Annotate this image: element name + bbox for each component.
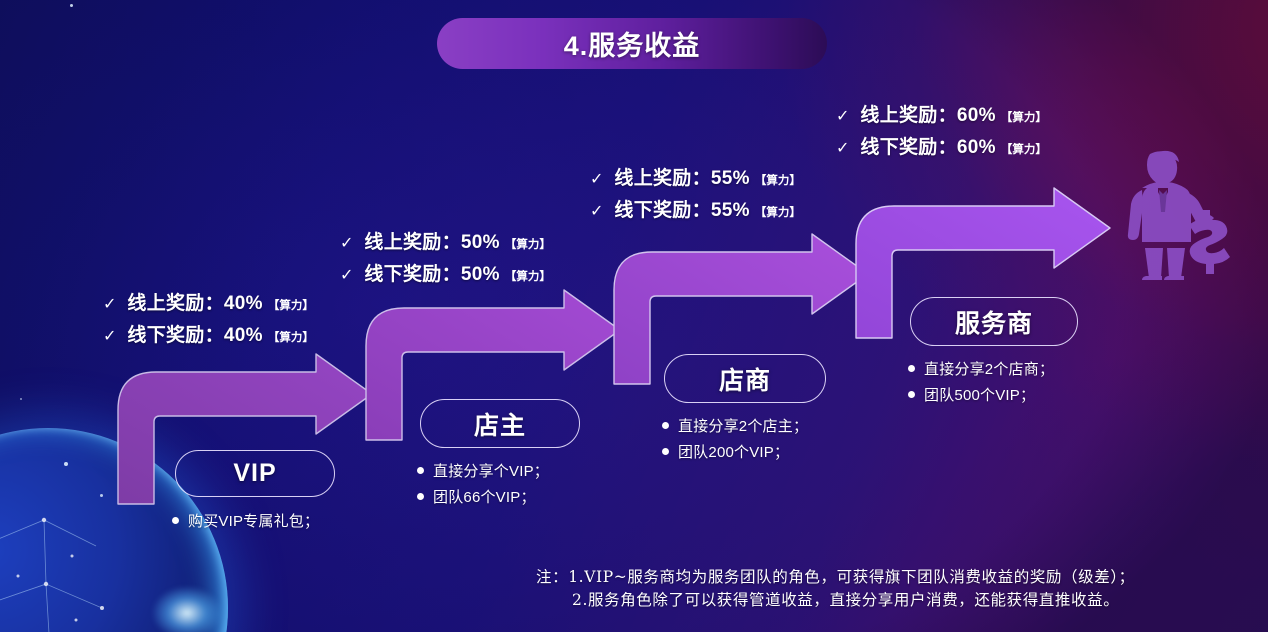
- star-dot: [64, 462, 68, 466]
- bullet-label: 直接分享个VIP；: [433, 463, 549, 480]
- reward-row-offline: ✓ 线下奖励：55% 【算力】: [590, 195, 801, 222]
- role-box-dianzhu[interactable]: 店主: [420, 399, 580, 448]
- bullet-dot-icon: [417, 467, 424, 474]
- check-icon: ✓: [836, 108, 850, 125]
- bullets-dianzhu: 直接分享个VIP； 团队66个VIP；: [417, 460, 549, 512]
- reward-row-online: ✓ 线上奖励：55% 【算力】: [590, 163, 801, 190]
- check-icon: ✓: [340, 235, 354, 252]
- check-icon: ✓: [340, 267, 354, 284]
- reward-block-dianzhu: ✓ 线上奖励：50% 【算力】 ✓ 线下奖励：50% 【算力】: [340, 227, 551, 291]
- reward-label: 线下奖励：60%: [860, 137, 996, 158]
- bullet-label: 直接分享2个店主；: [678, 418, 809, 435]
- bullet-dot-icon: [662, 448, 669, 455]
- check-icon: ✓: [103, 328, 117, 345]
- reward-row-online: ✓ 线上奖励：40% 【算力】: [103, 288, 314, 315]
- footnote-line-1: 注：1.VIP~服务商均为服务团队的角色，可获得旗下团队消费收益的奖励（级差）；: [536, 568, 1135, 586]
- list-item: 团队500个VIP；: [908, 384, 1054, 405]
- check-icon: ✓: [590, 203, 604, 220]
- reward-row-online: ✓ 线上奖励：50% 【算力】: [340, 227, 551, 254]
- reward-tag: 【算力】: [1000, 144, 1047, 156]
- reward-tag: 【算力】: [267, 300, 314, 312]
- reward-label: 线下奖励：50%: [364, 264, 500, 285]
- bullet-label: 团队66个VIP；: [433, 489, 536, 506]
- reward-tag: 【算力】: [504, 239, 551, 251]
- bullet-dot-icon: [172, 517, 179, 524]
- bullet-label: 团队500个VIP；: [924, 387, 1036, 404]
- bullet-dot-icon: [417, 493, 424, 500]
- reward-tag: 【算力】: [754, 175, 801, 187]
- page-title: 4.服务收益: [563, 31, 701, 61]
- reward-tag: 【算力】: [754, 207, 801, 219]
- role-box-fuwushang[interactable]: 服务商: [910, 297, 1078, 346]
- check-icon: ✓: [836, 140, 850, 157]
- list-item: 直接分享2个店主；: [662, 415, 808, 436]
- role-label-fuwushang: 服务商: [954, 309, 1033, 338]
- reward-label: 线下奖励：55%: [614, 200, 750, 221]
- bullet-label: 购买VIP专属礼包；: [188, 513, 320, 530]
- reward-block-vip: ✓ 线上奖励：40% 【算力】 ✓ 线下奖励：40% 【算力】: [103, 288, 314, 352]
- bullet-dot-icon: [662, 422, 669, 429]
- bullet-label: 团队200个VIP；: [678, 444, 790, 461]
- footnote-line-2: 2.服务角色除了可以获得管道收益，直接分享用户消费，还能获得直推收益。: [572, 591, 1120, 610]
- check-icon: ✓: [590, 171, 604, 188]
- role-label-dianzhu: 店主: [473, 411, 526, 440]
- bullet-dot-icon: [908, 391, 915, 398]
- list-item: 直接分享2个店商；: [908, 358, 1054, 379]
- reward-row-offline: ✓ 线下奖励：40% 【算力】: [103, 320, 314, 347]
- flow-arrow-4: [848, 186, 1120, 339]
- bullet-dot-icon: [908, 365, 915, 372]
- reward-label: 线上奖励：50%: [364, 232, 500, 253]
- role-label-vip: VIP: [233, 459, 277, 487]
- role-label-dianshang: 店商: [718, 366, 771, 395]
- reward-row-offline: ✓ 线下奖励：60% 【算力】: [836, 132, 1047, 159]
- reward-label: 线下奖励：40%: [127, 325, 263, 346]
- bullet-label: 直接分享2个店商；: [924, 361, 1055, 378]
- businessman-icon: [1118, 148, 1242, 284]
- reward-label: 线上奖励：60%: [860, 105, 996, 126]
- list-item: 购买VIP专属礼包；: [172, 510, 319, 531]
- role-box-vip[interactable]: VIP: [175, 450, 335, 497]
- reward-tag: 【算力】: [504, 271, 551, 283]
- bullets-vip: 购买VIP专属礼包；: [172, 510, 319, 536]
- footnote: 注：1.VIP~服务商均为服务团队的角色，可获得旗下团队消费收益的奖励（级差）；…: [536, 566, 1256, 613]
- reward-row-offline: ✓ 线下奖励：50% 【算力】: [340, 259, 551, 286]
- reward-tag: 【算力】: [267, 332, 314, 344]
- reward-label: 线上奖励：40%: [127, 293, 263, 314]
- reward-block-dianshang: ✓ 线上奖励：55% 【算力】 ✓ 线下奖励：55% 【算力】: [590, 163, 801, 227]
- star-dot: [20, 398, 22, 400]
- list-item: 直接分享个VIP；: [417, 460, 549, 481]
- list-item: 团队66个VIP；: [417, 486, 549, 507]
- star-dot: [70, 4, 73, 7]
- star-dot: [100, 494, 103, 497]
- role-box-dianshang[interactable]: 店商: [664, 354, 826, 403]
- slide-title: 4.服务收益: [437, 18, 827, 69]
- bullets-dianshang: 直接分享2个店主； 团队200个VIP；: [662, 415, 808, 467]
- bullets-fuwushang: 直接分享2个店商； 团队500个VIP；: [908, 358, 1054, 410]
- reward-row-online: ✓ 线上奖励：60% 【算力】: [836, 100, 1047, 127]
- list-item: 团队200个VIP；: [662, 441, 808, 462]
- reward-tag: 【算力】: [1000, 112, 1047, 124]
- reward-block-fuwushang: ✓ 线上奖励：60% 【算力】 ✓ 线下奖励：60% 【算力】: [836, 100, 1047, 164]
- check-icon: ✓: [103, 296, 117, 313]
- reward-label: 线上奖励：55%: [614, 168, 750, 189]
